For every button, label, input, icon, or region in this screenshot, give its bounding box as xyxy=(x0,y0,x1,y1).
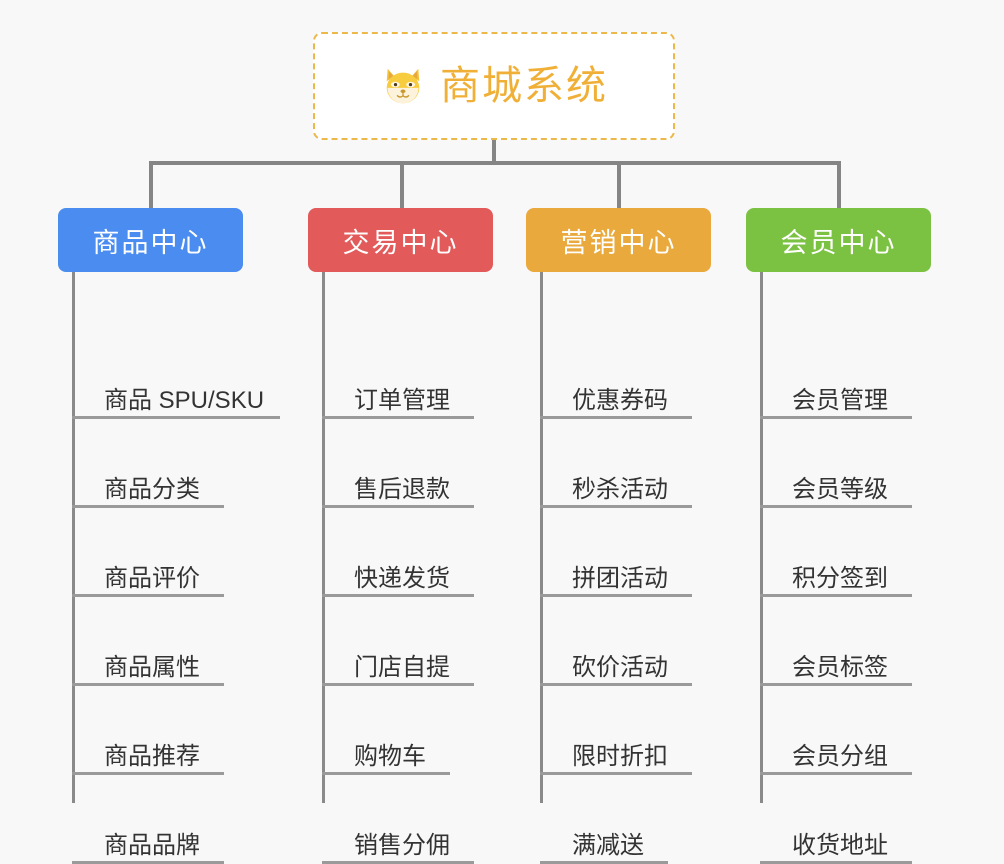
leaf-underline xyxy=(760,772,912,775)
leaf-underline xyxy=(322,594,474,597)
leaf-label: 商品分类 xyxy=(104,476,200,503)
branch-trunk-1 xyxy=(322,272,325,803)
leaf-label: 会员管理 xyxy=(792,387,888,414)
branch-column-3: 会员中心 会员管理 会员等级 积分签到 会员标签 会员分组 xyxy=(746,208,966,864)
leaf-label: 商品品牌 xyxy=(104,832,200,859)
leaf-underline xyxy=(72,772,224,775)
leaf-underline xyxy=(72,505,224,508)
leaf-label: 会员标签 xyxy=(792,654,888,681)
leaf-underline xyxy=(322,772,450,775)
leaf-label: 限时折扣 xyxy=(572,743,668,770)
leaf-label: 积分签到 xyxy=(792,565,888,592)
leaf-label: 销售分佣 xyxy=(354,832,450,859)
leaf-label: 会员分组 xyxy=(792,743,888,770)
leaf-label: 收货地址 xyxy=(792,832,888,859)
connector-bus-bar xyxy=(149,161,841,165)
leaf-label: 商品属性 xyxy=(104,654,200,681)
leaf-label: 会员等级 xyxy=(792,476,888,503)
shiba-dog-emoji xyxy=(380,63,426,109)
leaf-label: 快递发货 xyxy=(354,565,450,592)
leaf-underline xyxy=(540,505,692,508)
leaf-label: 拼团活动 xyxy=(572,565,668,592)
branch-column-2: 营销中心 优惠券码 秒杀活动 拼团活动 砍价活动 限时折扣 xyxy=(526,208,746,864)
root-node[interactable]: 商城系统 xyxy=(313,32,675,140)
leaf-label: 满减送 xyxy=(572,832,644,859)
branch-header-3[interactable]: 会员中心 xyxy=(746,208,931,272)
leaf-underline xyxy=(322,505,474,508)
leaf-underline xyxy=(72,416,280,419)
root-title: 商城系统 xyxy=(440,64,608,108)
leaf-underline xyxy=(540,416,692,419)
branch-column-0: 商品中心 商品 SPU/SKU 商品分类 商品评价 商品属性 商品推荐 xyxy=(58,208,288,864)
connector-drop-3 xyxy=(837,161,841,208)
leaf-label: 购物车 xyxy=(354,743,426,770)
leaf-underline xyxy=(760,505,912,508)
leaf-label: 砍价活动 xyxy=(572,654,668,681)
leaf-label: 商品 SPU/SKU xyxy=(104,387,265,414)
branch-trunk-2 xyxy=(540,272,543,803)
leaf-underline xyxy=(540,594,692,597)
leaf-underline xyxy=(72,683,224,686)
branch-header-1[interactable]: 交易中心 xyxy=(308,208,493,272)
connector-drop-1 xyxy=(400,161,404,208)
leaf-label: 订单管理 xyxy=(354,387,450,414)
leaf-underline xyxy=(540,772,692,775)
leaf-underline xyxy=(760,683,912,686)
leaf-underline xyxy=(540,683,692,686)
connector-drop-0 xyxy=(149,161,153,208)
connector-root-stem xyxy=(492,140,496,164)
leaf-label: 商品推荐 xyxy=(104,743,200,770)
leaf-underline xyxy=(760,594,912,597)
leaf-underline xyxy=(322,683,474,686)
branch-header-0[interactable]: 商品中心 xyxy=(58,208,243,272)
mindmap-canvas: 商城系统 商品中心 商品 SPU/SKU 商品分类 商品评价 商品属性 xyxy=(58,32,966,864)
leaf-label: 门店自提 xyxy=(354,654,450,681)
leaf-underline xyxy=(760,416,912,419)
leaf-underline xyxy=(72,594,224,597)
branch-header-2[interactable]: 营销中心 xyxy=(526,208,711,272)
branch-column-1: 交易中心 订单管理 售后退款 快递发货 门店自提 购物车 xyxy=(308,208,528,864)
leaf-label: 秒杀活动 xyxy=(572,476,668,503)
leaf-label: 商品评价 xyxy=(104,565,200,592)
connector-drop-2 xyxy=(617,161,621,208)
branch-trunk-3 xyxy=(760,272,763,803)
leaf-label: 优惠券码 xyxy=(572,387,668,414)
branch-trunk-0 xyxy=(72,272,75,803)
leaf-label: 售后退款 xyxy=(354,476,450,503)
leaf-underline xyxy=(322,416,474,419)
